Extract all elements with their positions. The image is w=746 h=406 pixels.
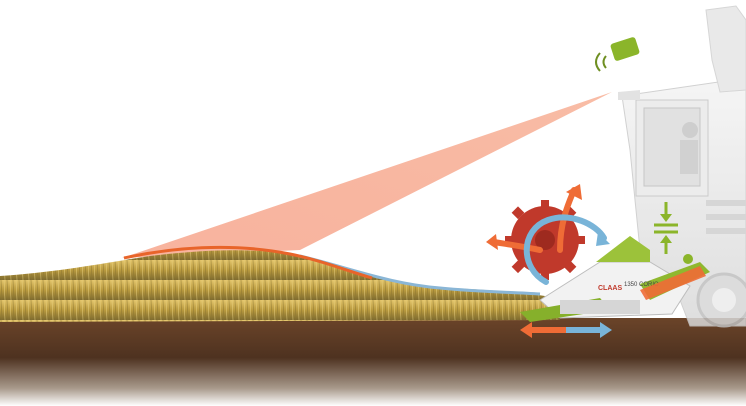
crop-field — [0, 250, 560, 322]
wireless-sensor-icon — [596, 36, 640, 71]
brand-text: CLAAS — [598, 285, 622, 292]
header-reel — [505, 200, 585, 280]
soil-layer — [0, 318, 746, 406]
